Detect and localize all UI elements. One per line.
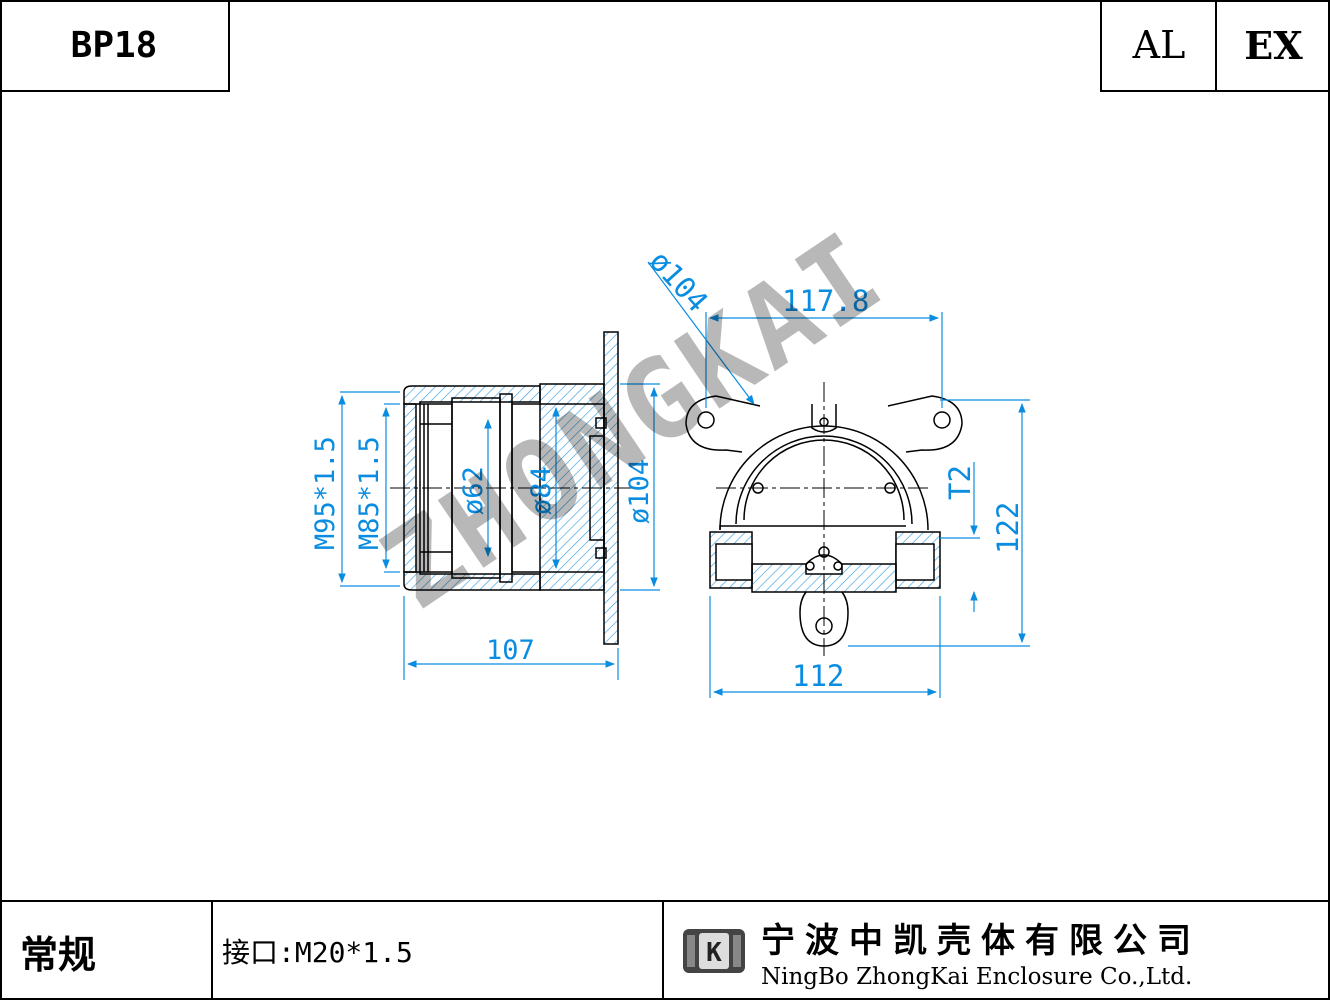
dim-w117: 117.8 [782,284,869,318]
dim-d104-side: ø104 [624,459,655,524]
company-block: K 宁波中凯壳体有限公司 NingBo ZhongKai Enclosure C… [663,900,1330,1000]
dim-len107: 107 [486,635,535,666]
company-name: 宁波中凯壳体有限公司 NingBo ZhongKai Enclosure Co.… [761,913,1201,990]
watermark: ZHONGKAI [360,207,906,634]
company-name-cn: 宁波中凯壳体有限公司 [761,920,1201,961]
dim-t2: T2 [943,465,977,500]
rating-tag: EX [1215,0,1330,92]
port-spec: 接口:M20*1.5 [212,900,664,1000]
dim-h122: 122 [991,502,1025,554]
top-view-dimensions [647,261,1030,698]
dim-d62: ø62 [458,466,489,515]
model-number: BP18 [0,0,230,92]
company-logo: K [683,929,745,973]
type-label: 常规 [0,900,213,1000]
dim-d84: ø84 [526,466,557,515]
dim-m95: M95*1.5 [310,436,341,550]
svg-text:K: K [706,938,722,968]
side-view-dimensions [338,383,660,680]
company-name-en: NingBo ZhongKai Enclosure Co.,Ltd. [761,963,1193,990]
side-view [390,331,640,645]
dim-m85: M85*1.5 [354,436,385,550]
material-tag: AL [1100,0,1216,92]
top-view [685,382,963,656]
dim-w112: 112 [792,659,844,693]
